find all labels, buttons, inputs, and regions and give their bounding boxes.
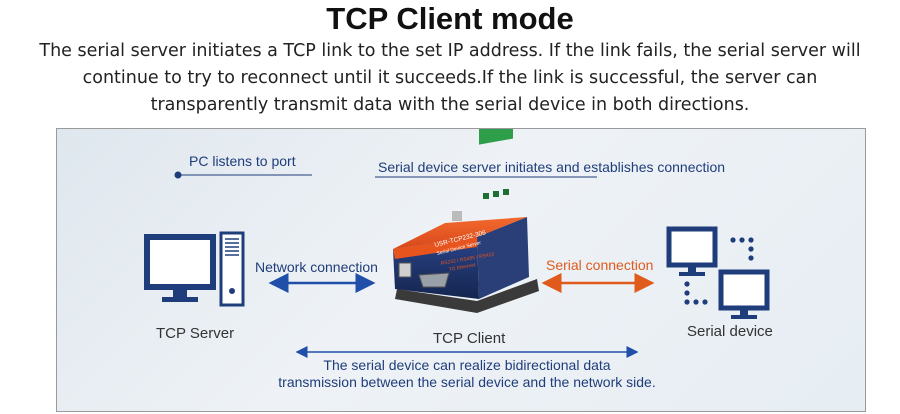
description-line: continue to try to reconnect until it su…: [82, 68, 818, 88]
network-connection-label: Network connection: [255, 259, 378, 275]
note-line: transmission between the serial device a…: [278, 374, 656, 390]
tcp-server-computer-icon: [144, 231, 245, 307]
pc-listens-pointer: [174, 171, 312, 179]
device-ethernet-label: TO Ethernet: [448, 262, 476, 273]
diagram-graphics: USR-TCP232-306 Serial Device Server RS23…: [144, 129, 770, 358]
serial-server-device-icon: USR-TCP232-306 Serial Device Server RS23…: [393, 129, 539, 313]
diagram-panel: USR-TCP232-306 Serial Device Server RS23…: [56, 128, 866, 412]
page-title: TCP Client mode: [326, 1, 574, 36]
serial-connection-label: Serial connection: [546, 257, 654, 273]
serial-device-monitors-icon: [666, 226, 770, 319]
bidirectional-note: The serial device can realize bidirectio…: [257, 357, 677, 391]
note-line: The serial device can realize bidirectio…: [323, 357, 611, 373]
tcp-server-label: TCP Server: [156, 325, 235, 342]
tcp-client-label: TCP Client: [433, 330, 506, 347]
server-initiates-label: Serial device server initiates and estab…: [378, 159, 726, 175]
serial-device-label: Serial device: [687, 323, 773, 340]
description-line: The serial server initiates a TCP link t…: [39, 41, 861, 61]
pc-listens-label: PC listens to port: [189, 153, 296, 169]
description: The serial server initiates a TCP link t…: [10, 38, 890, 119]
description-line: transparently transmit data with the ser…: [150, 95, 750, 115]
